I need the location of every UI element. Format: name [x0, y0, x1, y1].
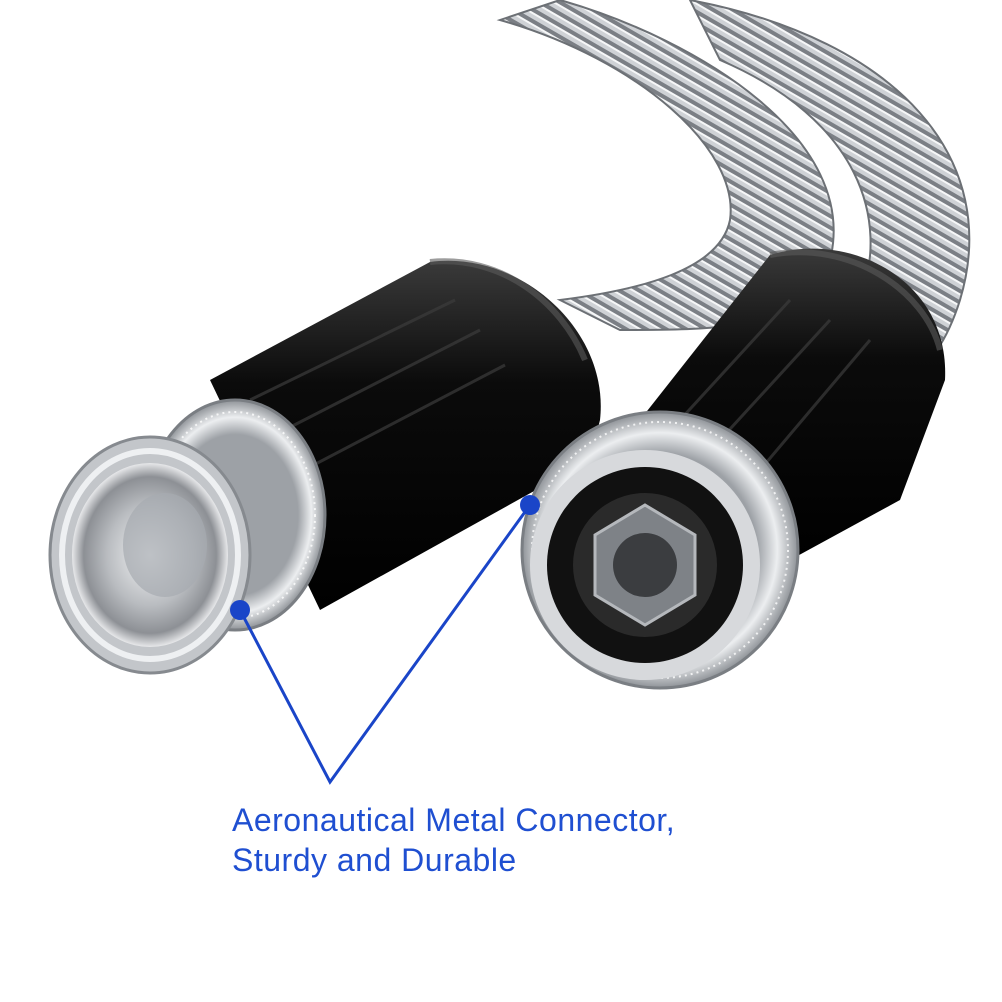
- male-connector: [48, 398, 327, 675]
- caption-line-2: Sturdy and Durable: [232, 842, 517, 878]
- callout-lines: [230, 495, 540, 785]
- feature-caption: Aeronautical Metal Connector, Sturdy and…: [232, 800, 675, 880]
- steel-hose-left: [496, 0, 835, 332]
- caption-line-1: Aeronautical Metal Connector,: [232, 802, 676, 838]
- callout-dot-male: [230, 600, 250, 620]
- female-connector: [520, 410, 800, 690]
- callout-dot-female: [520, 495, 540, 515]
